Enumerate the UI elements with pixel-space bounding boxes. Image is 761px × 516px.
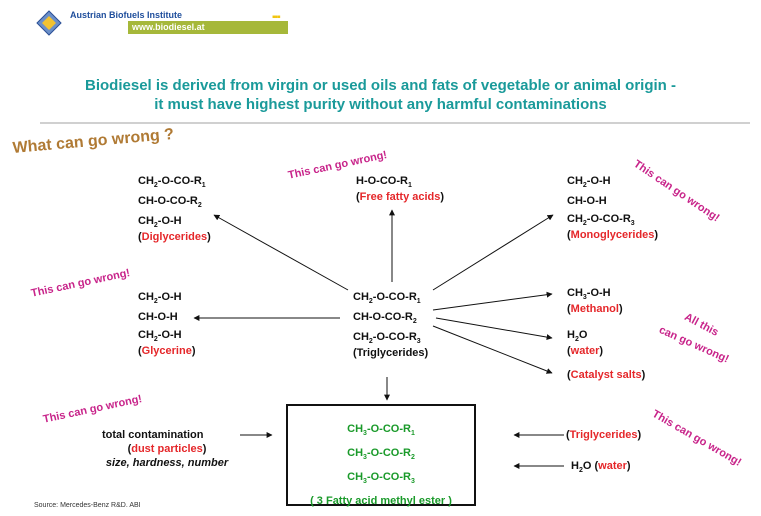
arrow-to-water: [435, 317, 553, 341]
institute-url[interactable]: www.biodiesel.at: [128, 21, 288, 34]
divider: [40, 122, 750, 124]
glycerine-label: Glycerine: [141, 345, 192, 357]
triglycerides-block: CH2-O-CO-R1 CH-O-CO-R2 CH2-O-CO-R3 (Trig…: [353, 291, 429, 359]
water-block: H2O (water): [567, 329, 604, 357]
free-fatty-acids-block: H-O-CO-R1 (Free fatty acids): [356, 175, 445, 203]
fame-block: CH3-O-CO-R1 CH3-O-CO-R2 CH3-O-CO-R3 ( 3 …: [286, 418, 476, 512]
water-input: H2O (water): [571, 460, 631, 474]
arrow-to-methanol: [432, 291, 553, 311]
source-note: Source: Mercedes-Benz R&D. ABI: [34, 502, 141, 509]
diglycerides-block: CH2-O-CO-R1 CH-O-CO-R2 CH2-O-H (Diglycer…: [138, 175, 211, 243]
fame-product-box: [286, 404, 476, 506]
headline-line2: it must have highest purity without any …: [154, 96, 607, 113]
fame-label: ( 3 Fatty acid methyl ester ): [310, 495, 452, 507]
decorative-dots: ▪▪▪: [272, 12, 281, 23]
methanol-block: CH3-O-H (Methanol): [567, 287, 623, 315]
water-label: water: [570, 345, 600, 357]
headline: Biodiesel is derived from virgin or used…: [0, 76, 761, 114]
diglycerides-label: Diglycerides: [141, 231, 208, 243]
contamination-block: total contamination (dust particles) siz…: [102, 429, 229, 469]
arrow-to-catalyst: [432, 325, 553, 374]
triglycerides-label: (Triglycerides): [353, 347, 429, 359]
glycerine-block: CH2-O-H CH-O-H CH2-O-H (Glycerine): [138, 291, 196, 357]
catalyst-label: Catalyst salts: [570, 369, 642, 381]
arrow-to-monoglycerides: [432, 214, 554, 291]
dust-particles-label: dust particles: [131, 443, 203, 455]
free-fatty-acids-label: Free fatty acids: [359, 191, 441, 203]
monoglycerides-block: CH2-O-H CH-O-H CH2-O-CO-R3 (Monoglycerid…: [567, 175, 659, 241]
arrow-to-diglycerides: [213, 214, 349, 291]
catalyst-block: (Catalyst salts): [567, 369, 646, 381]
institute-name: Austrian Biofuels Institute: [70, 10, 183, 20]
methanol-label: Methanol: [570, 303, 619, 315]
triglycerides-input: (Triglycerides): [566, 429, 642, 441]
monoglycerides-label: Monoglycerides: [570, 229, 655, 241]
headline-line1: Biodiesel is derived from virgin or used…: [85, 77, 676, 94]
